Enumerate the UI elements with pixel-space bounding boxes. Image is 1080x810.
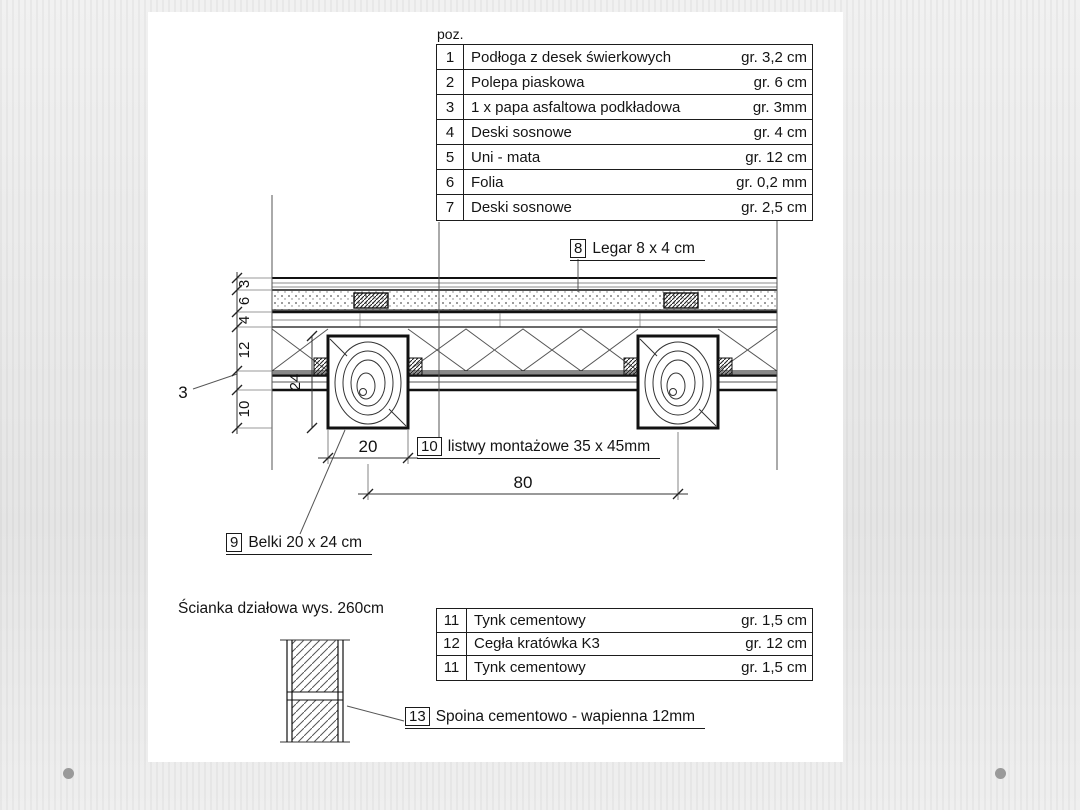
- table-row: 1 Podłoga z desek świerkowych gr. 3,2 cm: [437, 45, 812, 70]
- row-name: Deski sosnowe: [471, 123, 572, 141]
- poz-label: poz.: [437, 26, 464, 42]
- row-thickness: gr. 6 cm: [753, 73, 807, 91]
- callout-legar: 8 Legar 8 x 4 cm: [570, 239, 705, 261]
- table-row: 11 Tynk cementowy gr. 1,5 cm: [437, 609, 812, 633]
- row-name: Cegła kratówka K3: [474, 635, 600, 653]
- callout-spoina: 13 Spoina cementowo - wapienna 12mm: [405, 707, 706, 729]
- table-row: 3 1 x papa asfaltowa podkładowa gr. 3mm: [437, 95, 812, 120]
- table-row: 11 Tynk cementowy gr. 1,5 cm: [437, 656, 812, 680]
- callout-text: Belki 20 x 24 cm: [248, 533, 363, 551]
- callout-number-box: 10: [417, 437, 442, 456]
- table-row: 5 Uni - mata gr. 12 cm: [437, 145, 812, 170]
- row-number: 1: [437, 45, 464, 69]
- callout-text: Spoina cementowo - wapienna 12mm: [435, 707, 696, 725]
- callout-text: Legar 8 x 4 cm: [592, 239, 695, 257]
- callout-text: listwy montażowe 35 x 45mm: [447, 437, 651, 455]
- row-number: 12: [437, 632, 467, 655]
- row-name: Tynk cementowy: [474, 611, 586, 629]
- row-thickness: gr. 12 cm: [745, 148, 807, 166]
- row-thickness: gr. 3,2 cm: [741, 48, 807, 66]
- row-number: 3: [437, 95, 464, 119]
- floor-layers-table: 1 Podłoga z desek świerkowych gr. 3,2 cm…: [436, 44, 813, 221]
- row-name: Deski sosnowe: [471, 199, 572, 216]
- row-name: Podłoga z desek świerkowych: [471, 48, 672, 66]
- callout-listwy: 10 listwy montażowe 35 x 45mm: [417, 437, 661, 459]
- callout-number-box: 13: [405, 707, 430, 726]
- callout-belki: 9 Belki 20 x 24 cm: [226, 533, 373, 555]
- row-number: 11: [437, 656, 467, 680]
- table-row: 2 Polepa piaskowa gr. 6 cm: [437, 70, 812, 95]
- row-number: 11: [437, 609, 467, 632]
- row-number: 4: [437, 120, 464, 144]
- slide-nav-dot-left[interactable]: [63, 768, 74, 779]
- row-name: Uni - mata: [471, 148, 541, 166]
- row-thickness: gr. 0,2 mm: [736, 173, 807, 191]
- row-name: Polepa piaskowa: [471, 73, 585, 91]
- row-number: 2: [437, 70, 464, 94]
- partition-wall-title: Ścianka działowa wys. 260cm: [178, 600, 384, 617]
- callout-number-box: 8: [570, 239, 587, 258]
- row-name: Tynk cementowy: [474, 659, 586, 677]
- row-thickness: gr. 2,5 cm: [741, 199, 807, 216]
- callout-number-box: 9: [226, 533, 243, 552]
- row-number: 5: [437, 145, 464, 169]
- row-thickness: gr. 3mm: [752, 98, 807, 116]
- wall-layers-table: 11 Tynk cementowy gr. 1,5 cm 12 Cegła kr…: [436, 608, 813, 681]
- row-thickness: gr. 1,5 cm: [741, 659, 807, 677]
- row-number: 6: [437, 170, 464, 194]
- row-number: 7: [437, 195, 464, 220]
- row-name: 1 x papa asfaltowa podkładowa: [471, 98, 681, 116]
- table-row: 6 Folia gr. 0,2 mm: [437, 170, 812, 195]
- row-name: Folia: [471, 173, 504, 191]
- slide-nav-dot-right[interactable]: [995, 768, 1006, 779]
- row-thickness: gr. 1,5 cm: [741, 611, 807, 629]
- table-row: 4 Deski sosnowe gr. 4 cm: [437, 120, 812, 145]
- row-thickness: gr. 4 cm: [753, 123, 807, 141]
- row-thickness: gr. 12 cm: [745, 635, 807, 653]
- table-row: 12 Cegła kratówka K3 gr. 12 cm: [437, 632, 812, 656]
- table-row: 7 Deski sosnowe gr. 2,5 cm: [437, 195, 812, 220]
